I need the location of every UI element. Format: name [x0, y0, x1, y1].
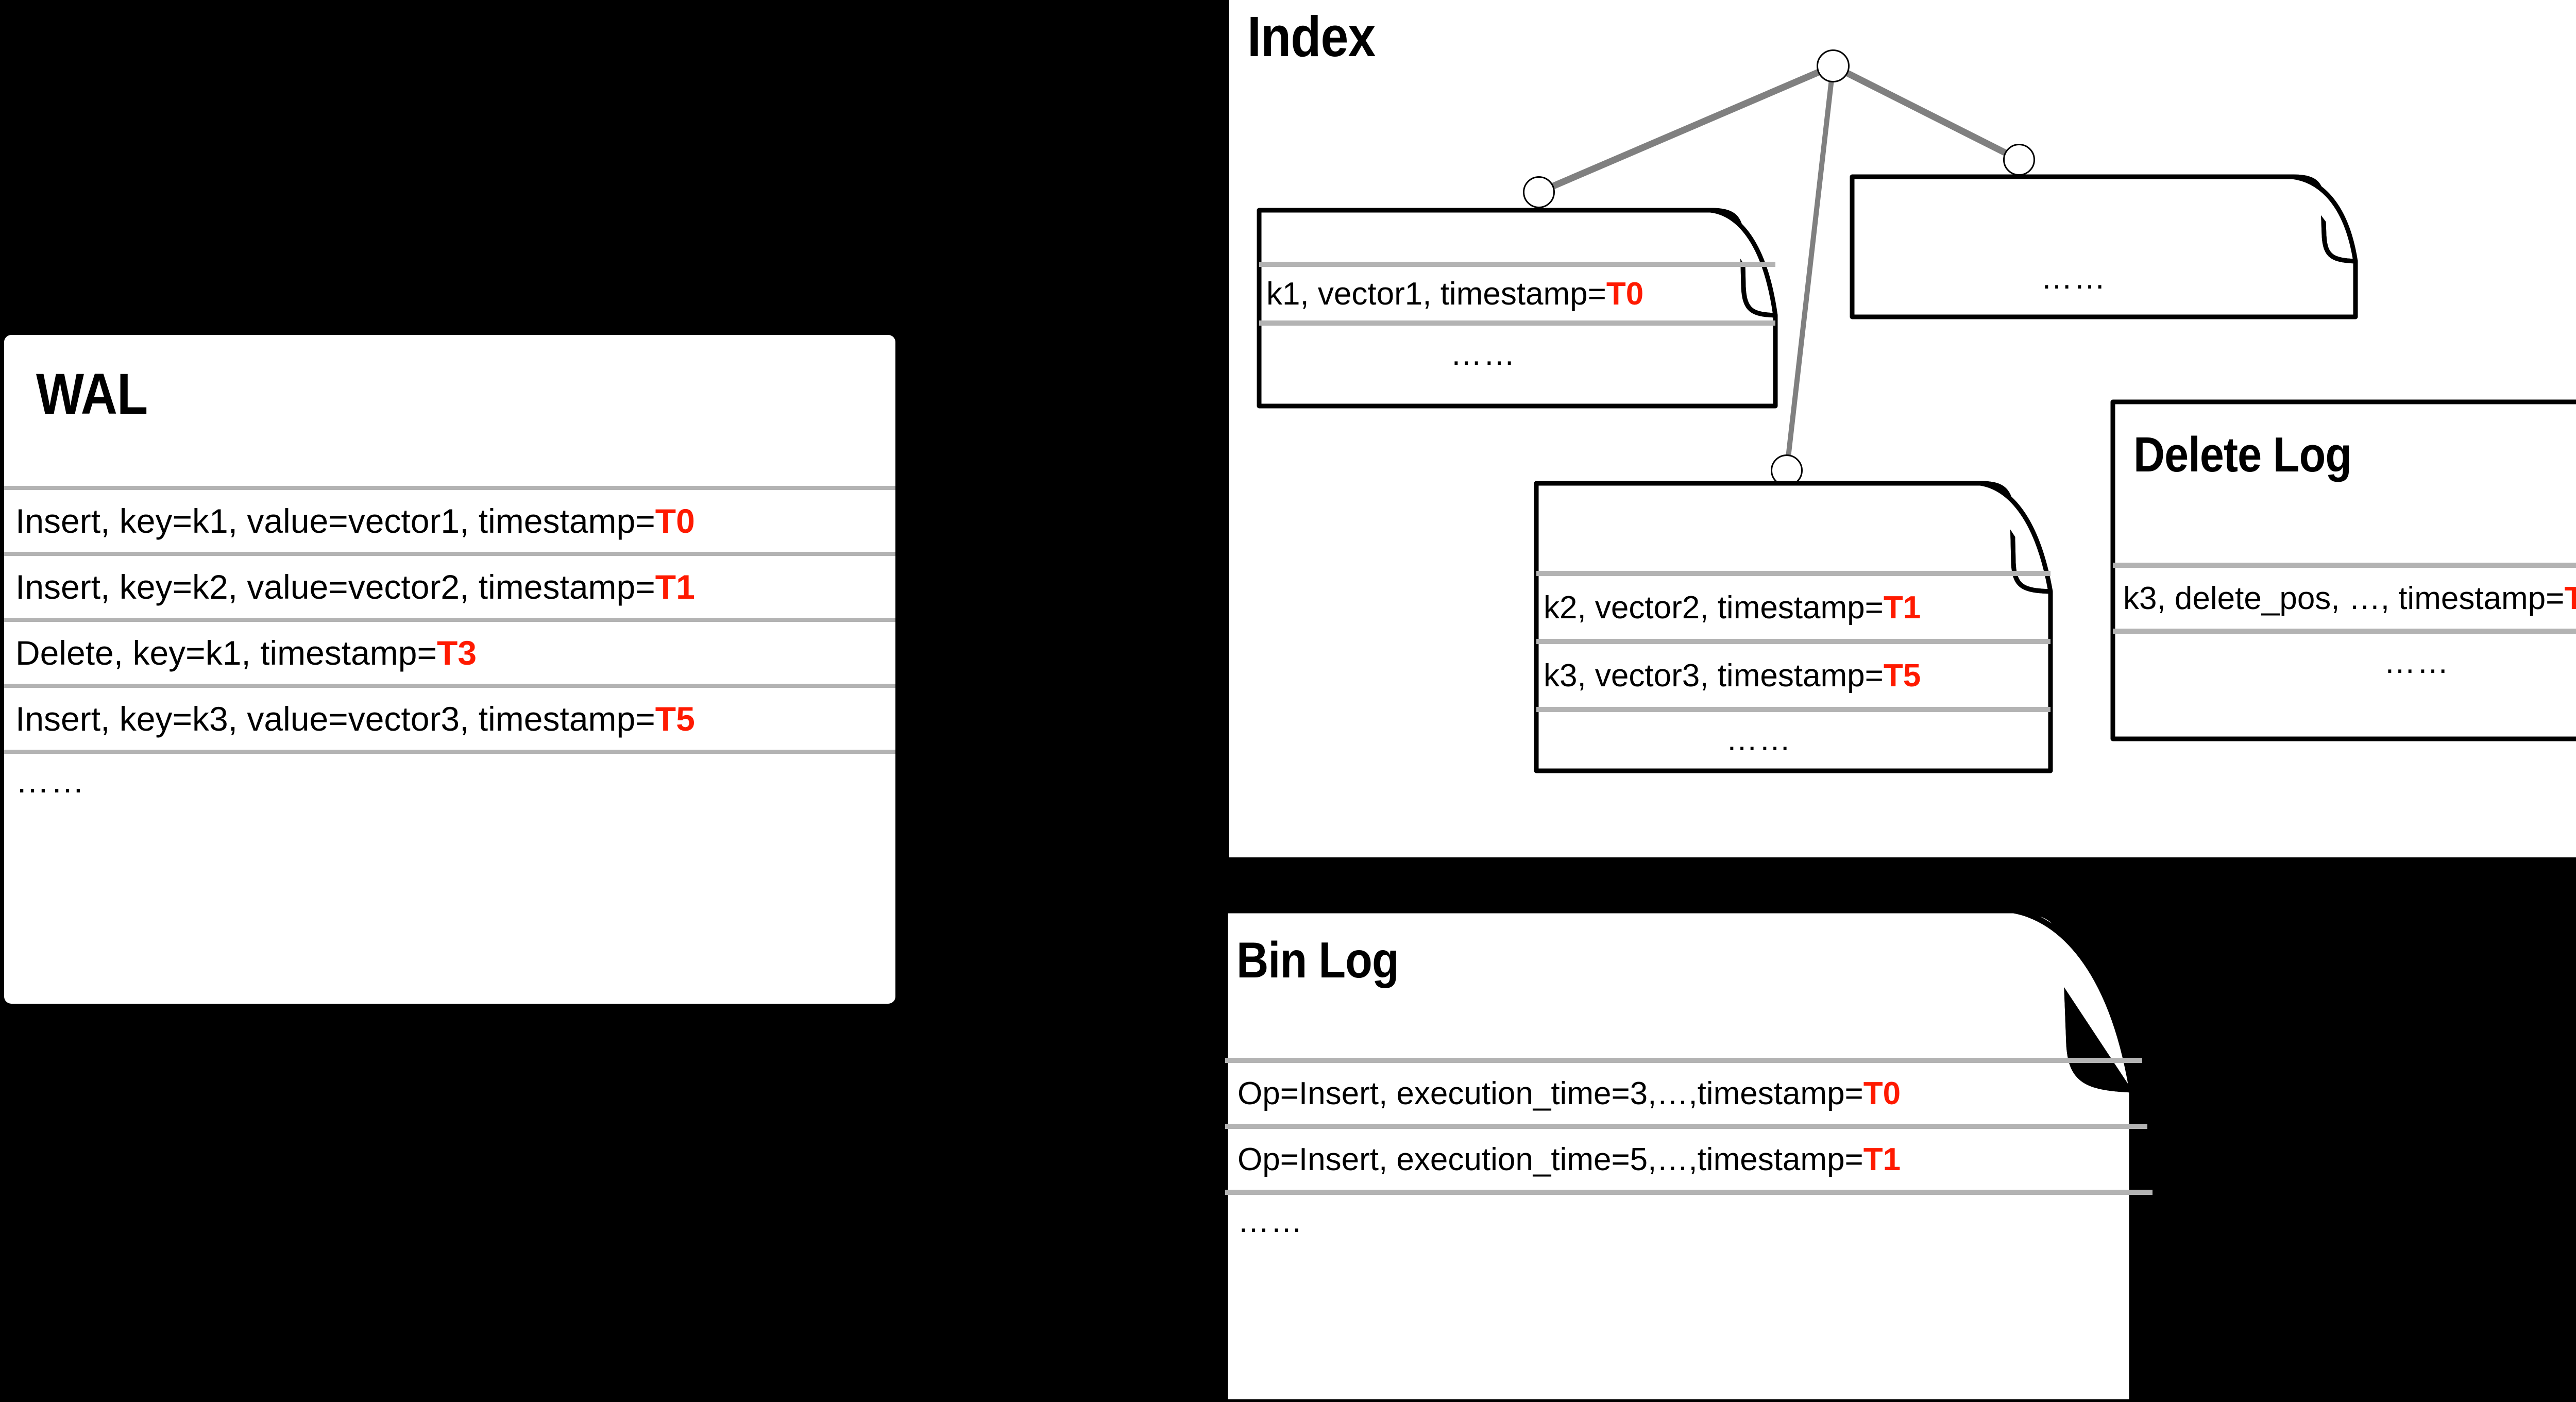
index-card-divider — [1536, 639, 2050, 644]
index-tree-node-left[interactable] — [1523, 176, 1555, 208]
wal-row: Insert, key=k1, value=vector1, timestamp… — [15, 490, 891, 552]
index-card-ellipsis: …… — [2041, 260, 2107, 296]
wal-divider — [4, 618, 895, 622]
index-card-row-timestamp: T0 — [1606, 276, 1644, 312]
index-card-divider — [1536, 571, 2050, 576]
delete-log-row: k3, delete_pos, …, timestamp=T3 — [2123, 568, 2576, 629]
wal-row-text: Insert, key=k3, value=vector3, timestamp… — [15, 700, 655, 738]
wal-row: Insert, key=k3, value=vector3, timestamp… — [15, 688, 891, 750]
index-panel: Index k1, vector1, timestamp= — [1229, 0, 2576, 857]
delete-log-card: Delete Log k3, delete_pos, …, timestamp=… — [2110, 399, 2576, 741]
wal-row-text: Insert, key=k1, value=vector1, timestamp… — [15, 502, 655, 540]
doc-outline-icon — [2110, 399, 2576, 741]
delete-log-divider — [2113, 563, 2576, 568]
index-card-divider — [1259, 320, 1775, 326]
index-card-row-timestamp: T5 — [1883, 657, 1921, 694]
wal-divider — [4, 750, 895, 754]
delete-log-row-text: k3, delete_pos, …, timestamp= — [2123, 580, 2565, 616]
index-card-divider — [1259, 262, 1775, 267]
bin-log-row-timestamp: T0 — [1863, 1075, 1901, 1111]
bin-log-divider — [1225, 1058, 2142, 1063]
wal-row-timestamp: T3 — [437, 634, 477, 672]
doc-outline-icon — [1534, 481, 2053, 773]
wal-ellipsis: …… — [15, 762, 86, 800]
bin-log-ellipsis: …… — [1238, 1204, 1303, 1239]
wal-panel: WAL Insert, key=k1, value=vector1, times… — [4, 335, 895, 1004]
delete-log-ellipsis: …… — [2384, 645, 2450, 680]
wal-divider — [4, 486, 895, 490]
index-card-row-timestamp: T1 — [1883, 589, 1921, 626]
delete-log-title: Delete Log — [2133, 427, 2352, 482]
index-card-ellipsis: …… — [1450, 336, 1516, 372]
index-leaf-card-more: …… — [1850, 174, 2358, 319]
bin-log-divider — [1225, 1190, 2153, 1195]
bin-log-row: Op=Insert, execution_time=5,…,timestamp=… — [1238, 1129, 2134, 1190]
wal-row-timestamp: T0 — [655, 502, 695, 540]
bin-log-row-text: Op=Insert, execution_time=3,…,timestamp= — [1238, 1075, 1863, 1111]
wal-row: Delete, key=k1, timestamp=T3 — [15, 622, 891, 684]
index-leaf-card-k1: k1, vector1, timestamp=T0 …… — [1257, 208, 1778, 409]
index-card-divider — [1536, 707, 2050, 712]
delete-log-divider — [2113, 629, 2576, 634]
index-tree-node-root[interactable] — [1817, 49, 1850, 82]
bin-log-divider — [1225, 1124, 2147, 1129]
doc-outline-icon — [1850, 174, 2358, 319]
doc-outline-icon — [1222, 907, 2135, 1402]
bin-log-row: Op=Insert, execution_time=3,…,timestamp=… — [1238, 1063, 2134, 1124]
index-card-row-text: k3, vector3, timestamp= — [1544, 657, 1884, 694]
wal-divider — [4, 552, 895, 556]
bin-log-panel: Bin Log Op=Insert, execution_time=3,…,ti… — [1222, 907, 2225, 1402]
index-leaf-card-k2-k3: k2, vector2, timestamp=T1 k3, vector3, t… — [1534, 481, 2054, 773]
index-card-row-text: k2, vector2, timestamp= — [1544, 589, 1884, 626]
wal-title: WAL — [36, 362, 148, 426]
index-title: Index — [1247, 5, 1376, 69]
bin-log-row-timestamp: T1 — [1863, 1141, 1901, 1177]
index-card-row: k3, vector3, timestamp=T5 — [1544, 644, 2052, 707]
wal-row-timestamp: T5 — [655, 700, 695, 738]
index-card-ellipsis: …… — [1726, 722, 1792, 757]
wal-divider — [4, 684, 895, 688]
index-card-row: k1, vector1, timestamp=T0 — [1266, 267, 1776, 320]
index-tree-node-right[interactable] — [2003, 144, 2035, 176]
index-card-row-text: k1, vector1, timestamp= — [1266, 276, 1606, 312]
bin-log-row-text: Op=Insert, execution_time=5,…,timestamp= — [1238, 1141, 1863, 1177]
wal-row-timestamp: T1 — [655, 568, 695, 606]
bin-log-title: Bin Log — [1236, 932, 1399, 988]
delete-log-row-timestamp: T3 — [2564, 580, 2576, 616]
wal-row-text: Delete, key=k1, timestamp= — [15, 634, 437, 672]
index-card-row: k2, vector2, timestamp=T1 — [1544, 576, 2052, 639]
wal-row: Insert, key=k2, value=vector2, timestamp… — [15, 556, 891, 618]
wal-row-text: Insert, key=k2, value=vector2, timestamp… — [15, 568, 655, 606]
